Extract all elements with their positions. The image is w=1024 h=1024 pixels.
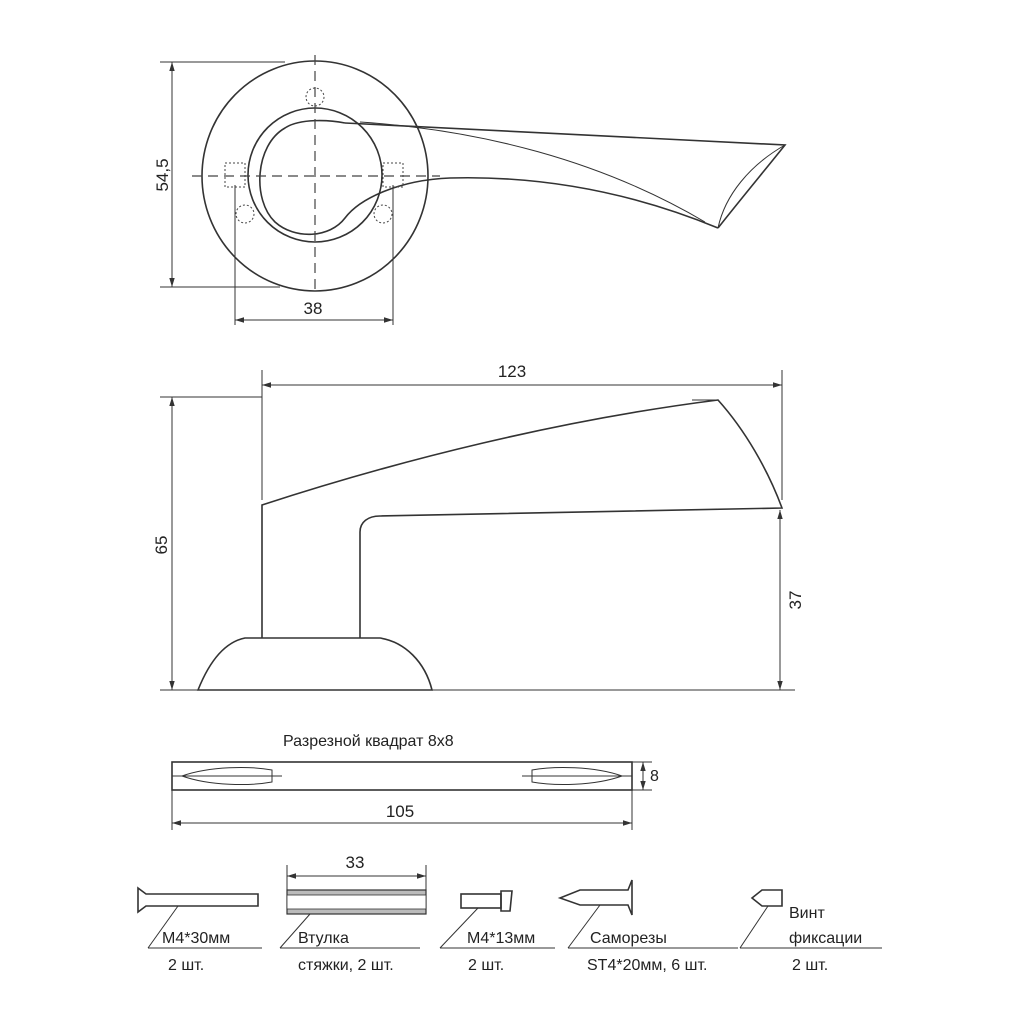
screw-shape [137,886,259,914]
part-label: M4*13мм [467,930,535,947]
screw-shape [750,889,783,907]
mount-hole [305,87,325,107]
leader-line [147,905,179,949]
stud-square [224,162,246,188]
spindle-slot [531,767,624,785]
lever-side [261,399,784,638]
part-quantity: 2 шт. [168,957,204,974]
dim-rose-height: 54,5 [153,158,172,191]
top-view: 54,5 38 [153,55,787,325]
mount-hole [235,204,255,224]
mount-hole [373,204,393,224]
side-view: 123 65 37 [152,362,805,691]
part-quantity: 2 шт. [792,957,828,974]
dim-lever-length: 123 [498,362,526,381]
part-sleeve: 33 Втулка стяжки, 2 шт. [279,853,427,974]
leader-line [567,904,601,949]
part-label: фиксации [789,930,862,947]
screw-shape [557,879,633,916]
part-label: Винт [789,905,825,922]
dim-total-height: 65 [152,536,171,555]
part-label: Саморезы [590,930,667,947]
parts-list: M4*30мм 2 шт. 33 Втулка стяжки, 2 шт. M4… [137,853,882,974]
part-quantity: ST4*20мм, 6 шт. [587,957,707,974]
part-set-screw: Винт фиксации 2 шт. [739,889,882,974]
dim-sleeve-length: 33 [346,853,365,872]
part-screw-m4x13: M4*13мм 2 шт. [439,890,555,974]
part-label: Втулка [298,930,349,947]
sleeve-bore [286,894,427,910]
dim-spindle-length: 105 [386,802,414,821]
part-quantity: стяжки, 2 шт. [298,957,394,974]
part-self-tapping-screw: Саморезы ST4*20мм, 6 шт. [557,879,738,974]
leader-line [279,913,311,949]
screw-head [500,890,513,912]
lever-neck [259,119,719,236]
dim-spindle-side: 8 [650,768,659,785]
stud-square [382,162,404,188]
spindle-slot [180,767,273,785]
leader-line [739,905,769,949]
part-label: M4*30мм [162,930,230,947]
leader-line [439,907,479,949]
spindle: Разрезной квадрат 8x8 8 105 [171,733,659,830]
screw-shank [460,893,502,909]
spindle-title: Разрезной квадрат 8x8 [283,733,454,750]
part-screw-m4x30: M4*30мм 2 шт. [137,886,262,974]
lever-ridge [359,121,706,223]
dim-lever-height: 37 [786,591,805,610]
part-quantity: 2 шт. [468,957,504,974]
rose-side [196,637,434,691]
lever-tip [717,144,786,229]
dim-hole-spacing: 38 [304,299,323,318]
lever-top-edge [344,122,787,229]
